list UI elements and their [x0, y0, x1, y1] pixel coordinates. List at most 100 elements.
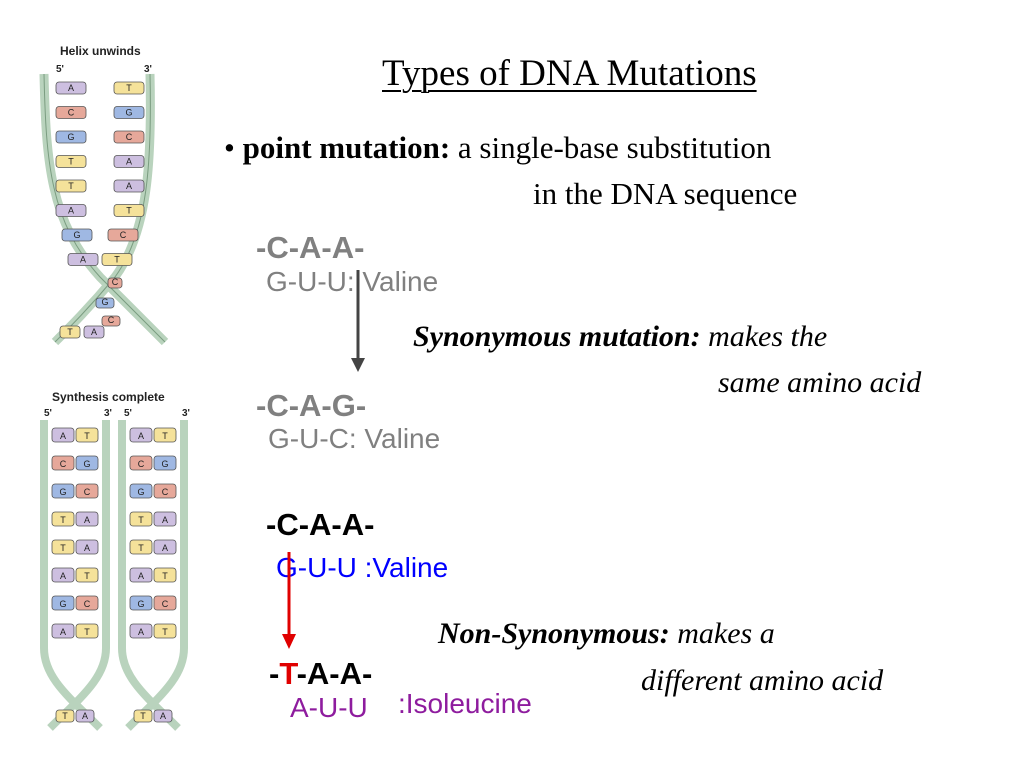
- point-mutation-definition: • point mutation: a single-base substitu…: [224, 130, 771, 166]
- bottom-duplex-1-pair-3-right-box: [153, 511, 177, 527]
- bottom-duplex-1-pair-5-right-letter: T: [162, 571, 168, 581]
- point-mutation-term: point mutation:: [242, 130, 451, 165]
- bottom-duplex-0-pair-5-right-box: [75, 567, 99, 583]
- top-pair-6-left-box: [61, 228, 93, 242]
- top-pair-6-right-box: [107, 228, 139, 242]
- top-pair-2-right-box: [113, 130, 145, 144]
- bottom-duplex-0-pair-0-right-letter: T: [84, 431, 90, 441]
- bottom-duplex-0-pair-4-right-box: [75, 539, 99, 555]
- bottom-duplex-1-pair-0-right-letter: T: [162, 431, 168, 441]
- bottom-three-prime-label-1: 3': [104, 408, 112, 419]
- top-pair-5-right-letter: T: [126, 206, 132, 216]
- bottom-duplex-1-pair-4-right-box: [153, 539, 177, 555]
- synonymous-arrow: [351, 270, 365, 372]
- point-mutation-desc-line2: in the DNA sequence: [533, 176, 798, 211]
- top-tail-left-letter: T: [67, 327, 73, 337]
- bottom-duplex-0-tail-right-box: [75, 709, 95, 723]
- bottom-duplex-1-pair-6-left-box: [129, 595, 153, 611]
- bottom-duplex-0-pair-4-right-letter: A: [84, 543, 90, 553]
- bottom-duplex-1-pair-2-right-box: [153, 483, 177, 499]
- nonsynonymous-seq-prefix: -: [269, 656, 280, 691]
- bottom-duplex-1-pair-6-left-letter: G: [137, 599, 144, 609]
- top-pair-1-left-box: [55, 106, 87, 119]
- synonymous-note-line2: same amino acid: [718, 366, 922, 399]
- bullet-marker: •: [224, 130, 235, 165]
- synonymous-note-desc1: makes the: [708, 320, 828, 353]
- top-pair-7-right-letter: T: [114, 255, 120, 265]
- bottom-three-prime-label-2: 3': [182, 408, 190, 419]
- bottom-duplex-1-tail-left-letter: T: [140, 711, 146, 721]
- bottom-duplex-1-tail-right-box: [153, 709, 173, 723]
- bottom-duplex-0-pair-0-right-box: [75, 427, 99, 443]
- bottom-duplex-1-pair-5-right-box: [153, 567, 177, 583]
- top-pair-0-right-box: [113, 81, 145, 95]
- bottom-duplex-0-pair-0-left-letter: A: [60, 431, 66, 441]
- synonymous-mutant-codon: G-U-C: Valine: [268, 423, 441, 454]
- nonsynonymous-note-line2: different amino acid: [641, 664, 884, 697]
- top-pair-5-left-box: [55, 204, 87, 217]
- bottom-duplex-0-pair-1-left-letter: C: [60, 459, 67, 469]
- bottom-duplex-1-pair-1-right-box: [153, 455, 177, 471]
- bottom-duplex-1-pair-6-right-box: [153, 595, 177, 611]
- bottom-duplex-0-pair-5-left-letter: A: [60, 571, 66, 581]
- bottom-duplex-1-pair-1-right-letter: G: [161, 459, 168, 469]
- bottom-duplex-0-pair-3-left-box: [51, 511, 75, 527]
- bottom-duplex-0-pair-5-right-letter: T: [84, 571, 90, 581]
- top-pair-7-left-letter: A: [80, 255, 86, 265]
- top-tail-right-box: [83, 325, 105, 339]
- bottom-duplex-0-pair-7-right-letter: T: [84, 627, 90, 637]
- top-twist-c-letter: C: [108, 315, 115, 325]
- top-tail-right-letter: A: [91, 327, 97, 337]
- bottom-duplex-1-pair-3-left-box: [129, 511, 153, 527]
- bottom-duplex-1-pair-2-right-letter: C: [162, 487, 169, 497]
- top-pair-0-left-box: [55, 81, 87, 95]
- top-twist-a-letter: C: [112, 277, 119, 287]
- point-mutation-desc-line1: a single-base substitution: [457, 130, 772, 165]
- top-pair-1-left-letter: C: [68, 108, 75, 118]
- top-pair-1-right-letter: G: [125, 108, 132, 118]
- bottom-duplex-1-pair-2-left-box: [129, 483, 153, 499]
- top-twist-c-box: [101, 315, 121, 327]
- synonymous-mutation-term: Synonymous mutation:: [413, 320, 701, 353]
- nonsynonymous-original-codon: G-U-U :Valine: [276, 552, 449, 583]
- bottom-duplex-0-pair-1-right-box: [75, 455, 99, 471]
- top-twist-b-letter: G: [101, 297, 108, 307]
- bottom-duplex-1-pair-5-left-letter: A: [138, 571, 144, 581]
- bottom-duplex-0-pair-5-left-box: [51, 567, 75, 583]
- bottom-duplex-1-pair-0-left-letter: A: [138, 431, 144, 441]
- bottom-duplex-0-pair-3-right-letter: A: [84, 515, 90, 525]
- top-pair-4-left-letter: T: [68, 181, 74, 191]
- slide-title: Types of DNA Mutations: [382, 53, 757, 94]
- top-pair-2-left-box: [55, 130, 87, 144]
- synonymous-note-line1: Synonymous mutation: makes the: [413, 320, 827, 354]
- bottom-five-prime-label-1: 5': [44, 408, 52, 419]
- top-pair-4-right-box: [113, 179, 145, 193]
- top-twist-a-box: [107, 277, 123, 289]
- bottom-duplex-0-pair-2-left-letter: G: [59, 487, 66, 497]
- bottom-duplex-1-pair-2-left-letter: G: [137, 487, 144, 497]
- top-pair-5-right-box: [113, 204, 145, 217]
- top-pair-0-right-letter: T: [126, 83, 132, 93]
- top-pair-2-left-letter: G: [67, 132, 74, 142]
- top-tail-left-box: [59, 325, 81, 339]
- top-pair-5-left-letter: A: [68, 206, 74, 216]
- top-pair-3-left-letter: T: [68, 157, 74, 167]
- bottom-duplex-1-pair-7-left-letter: A: [138, 627, 144, 637]
- nonsynonymous-note-desc1: makes a: [677, 617, 775, 650]
- top-pair-3-left-box: [55, 155, 87, 168]
- bottom-duplex-1-pair-7-left-box: [129, 623, 153, 639]
- bottom-duplex-1-pair-4-left-letter: T: [138, 543, 144, 553]
- bottom-duplex-0-pair-1-right-letter: G: [83, 459, 90, 469]
- bottom-duplex-0-pair-7-left-box: [51, 623, 75, 639]
- nonsynonymous-seq-rest: -A-A-: [296, 656, 373, 691]
- top-pair-3-right-box: [113, 155, 145, 168]
- nonsynonymous-note-line1: Non-Synonymous: makes a: [438, 617, 775, 651]
- bottom-duplex-0-pair-4-left-letter: T: [60, 543, 66, 553]
- bottom-five-prime-label-2: 5': [124, 408, 132, 419]
- top-five-prime-label: 5': [56, 64, 64, 75]
- top-pair-7-right-box: [101, 253, 133, 266]
- nonsynonymous-mutant-codon: A-U-U: [290, 692, 368, 723]
- nonsynonymous-term: Non-Synonymous:: [438, 617, 670, 650]
- bottom-duplex-0-pair-6-left-letter: G: [59, 599, 66, 609]
